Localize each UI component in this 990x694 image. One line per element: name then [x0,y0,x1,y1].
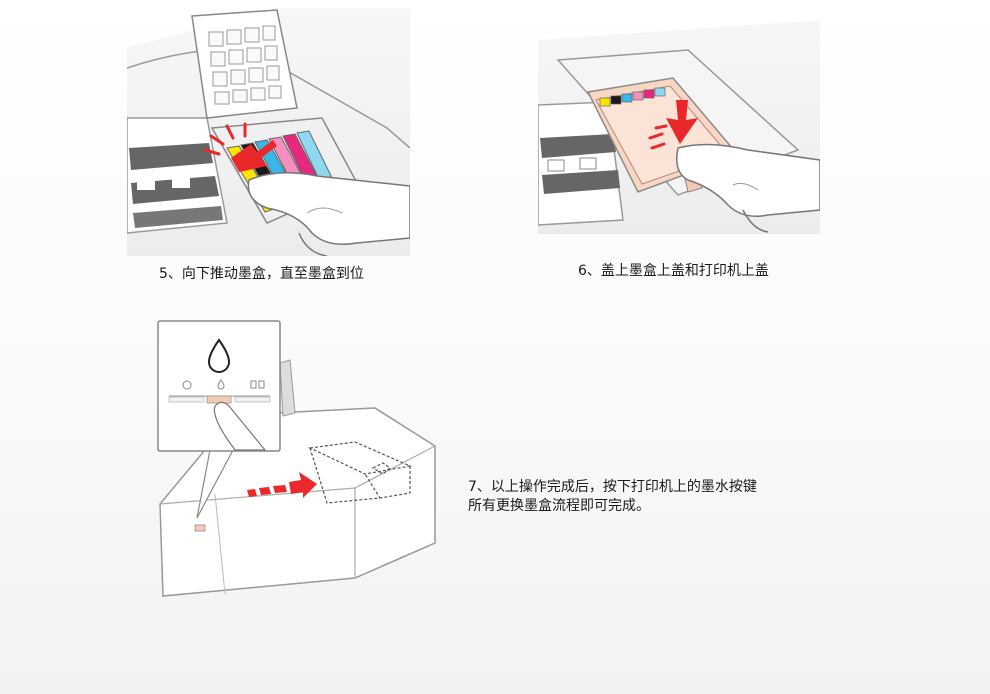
power-icon [182,380,192,390]
ink-button[interactable] [206,395,232,404]
ink-drop-icon [207,338,231,373]
paper-tray [127,117,228,234]
paper-tray [538,101,624,226]
cartridge-outline [307,441,413,504]
cancel-icon [258,380,265,389]
step-6-caption: 6、盖上墨盒上盖和打印机上盖 [578,263,769,279]
step-7-caption: 7、以上操作完成后，按下打印机上的墨水按键 所有更换墨盒流程即可完成。 [468,478,757,516]
hand [247,172,410,256]
step-7-caption-line-2: 所有更换墨盒流程即可完成。 [468,498,650,514]
step-5-caption: 5、向下推动墨盒，直至墨盒到位 [159,266,364,282]
press-down-arrow [203,122,277,172]
press-down-arrow [648,100,698,150]
press-cartridge-down-illustration [127,8,410,256]
step-7-caption-line-1: 7、以上操作完成后，按下打印机上的墨水按键 [468,479,757,495]
press-ink-button-illustration [157,320,436,597]
pressing-finger [213,401,267,451]
direction-arrow [247,472,317,498]
hand [676,143,820,233]
open-cartridge-lid [191,9,298,119]
control-panel-callout [157,320,281,519]
paper-icon [250,380,257,389]
close-cartridge-cover-illustration [538,20,820,234]
small-ink-drop-icon [217,379,225,390]
